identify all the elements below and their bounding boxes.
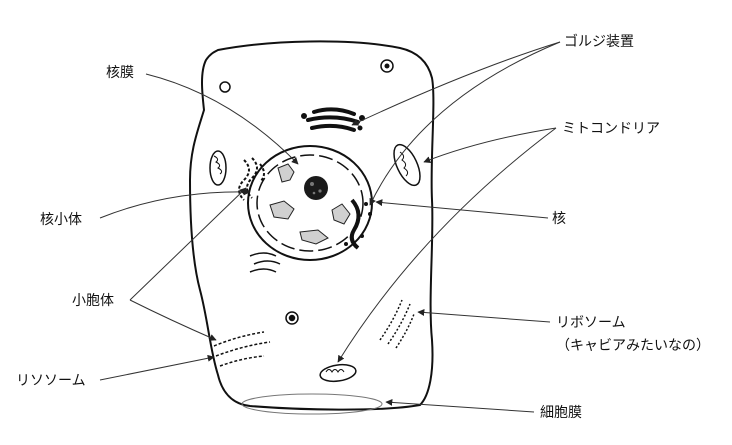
ribosome-cluster [379, 299, 415, 349]
rough-er-near-nucleus [238, 157, 265, 201]
leader-mitochondria-2 [337, 127, 557, 363]
label-vesicle: 小胞体 [72, 293, 114, 309]
label-cell-membrane: 細胞膜 [540, 405, 582, 421]
leader-lysosome [99, 354, 215, 381]
label-lysosome: リソソーム [16, 373, 86, 389]
label-nuclear-membrane: 核膜 [106, 65, 134, 81]
lysosome-cluster [213, 311, 299, 367]
label-golgi: ゴルジ装置 [564, 33, 634, 50]
leader-vesicle-1 [129, 187, 247, 301]
vesicle-top-right [380, 59, 394, 73]
leader-vesicle-2 [129, 299, 217, 341]
rough-er-right-of-nucleus [344, 198, 372, 250]
chromatin [269, 163, 351, 245]
leader-nuclear-membrane [145, 73, 299, 165]
label-mitochondria: ミトコンドリア [562, 121, 660, 137]
label-nucleus: 核 [552, 211, 566, 227]
leader-mitochondria-1 [423, 127, 557, 163]
label-ribosome-note: （キャビアみたいなの） [556, 338, 710, 354]
label-nucleolus: 核小体 [40, 212, 82, 228]
leader-cell-membrane [385, 398, 535, 413]
mitochondrion-left [209, 150, 227, 186]
leader-nucleus [375, 199, 549, 219]
label-ribosome: リボソーム [556, 315, 626, 331]
nuclear-envelope-inner [256, 154, 364, 252]
cell-outline [188, 40, 435, 411]
smooth-er [249, 252, 281, 273]
vesicle-top-left [219, 81, 231, 93]
leader-golgi-2 [369, 41, 561, 206]
cell-membrane-highlight [241, 393, 383, 415]
leader-golgi [351, 41, 561, 126]
nucleolus [304, 176, 328, 200]
mitochondrion-bottom [319, 363, 357, 383]
golgi-apparatus [301, 107, 365, 132]
leader-ribosome [417, 308, 551, 323]
leader-nucleolus [99, 188, 251, 219]
